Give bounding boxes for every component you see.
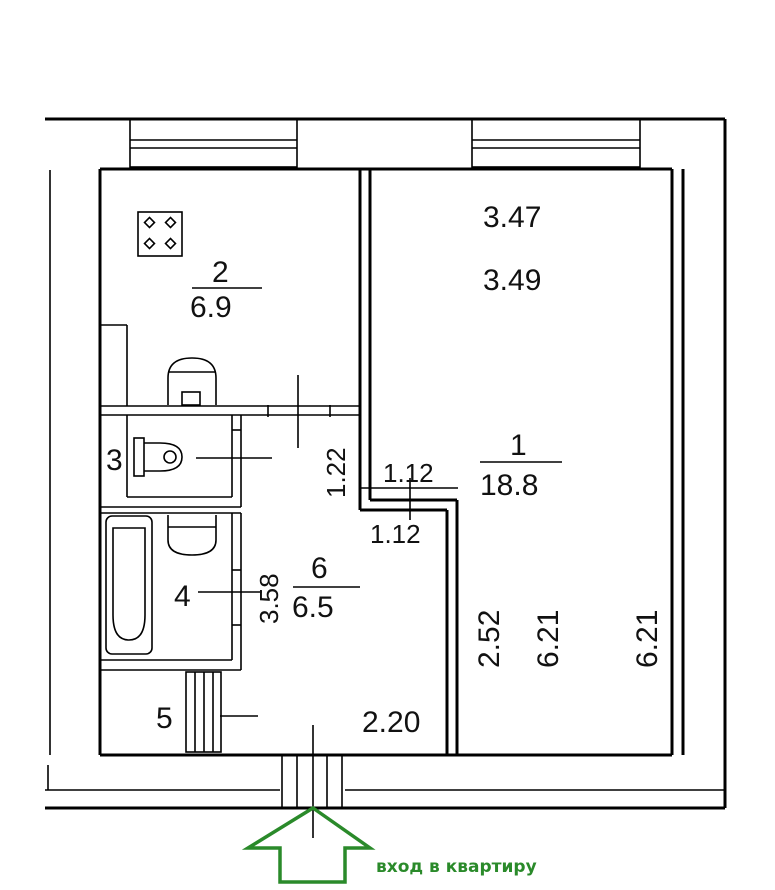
room-3-number: 3 (106, 444, 123, 477)
washbasin-icon (167, 515, 217, 556)
room-4-number: 4 (174, 580, 191, 613)
dim-hall-length: 3.58 (254, 573, 284, 624)
toilet-icon (133, 437, 183, 477)
kitchen-sink-icon (167, 357, 217, 406)
entrance-arrow (241, 805, 376, 884)
dim-room1-length-left: 6.21 (532, 610, 565, 668)
dim-hall-width: 2.20 (362, 706, 420, 739)
room-2-area: 6.9 (190, 291, 232, 324)
dim-nook-bottom: 1.12 (370, 519, 421, 549)
apartment-walls (98, 167, 685, 757)
bathtub-icon (105, 515, 153, 655)
room-6-number: 6 (311, 552, 328, 585)
room-2-number: 2 (212, 256, 229, 289)
dim-room1-left-segment: 2.52 (473, 610, 506, 668)
window-right (471, 118, 641, 168)
room-1-area: 18.8 (480, 469, 538, 502)
dim-room1-width-top: 3.47 (483, 201, 541, 234)
dim-nook-top: 1.12 (383, 458, 434, 488)
dimension-labels: 3.47 3.49 1.12 1.12 2.20 1.22 3.58 2.52 … (254, 201, 664, 739)
entrance-caption: вход в квартиру (376, 857, 537, 877)
dim-room1-length-right: 6.21 (631, 610, 664, 668)
dim-corridor-top: 1.22 (321, 447, 351, 498)
room-labels: 2 6.9 1 18.8 3 4 5 6 6.5 (106, 256, 562, 735)
entrance-door (281, 725, 343, 838)
window-left (129, 118, 298, 168)
radiator-icon (185, 671, 222, 753)
stove-icon (137, 211, 183, 257)
room-6-area: 6.5 (292, 591, 334, 624)
interior-walls (100, 169, 459, 755)
room-5-number: 5 (156, 702, 173, 735)
room-1-number: 1 (510, 429, 527, 462)
dim-room1-width-bottom: 3.49 (483, 264, 541, 297)
door-marks (196, 375, 458, 717)
